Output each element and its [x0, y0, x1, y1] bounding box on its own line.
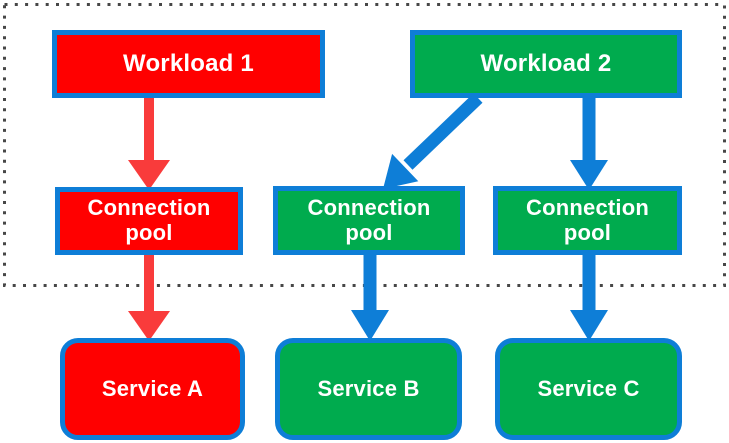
node-label: Connection pool [87, 195, 211, 245]
arrow-workload1-to-pool1 [128, 95, 170, 190]
node-service-c: Service C [495, 338, 682, 440]
node-connection-pool-3: Connection pool [493, 186, 682, 255]
node-label: Workload 2 [480, 50, 612, 77]
arrow-pool1-to-serviceA [128, 252, 170, 341]
node-label: Connection pool [526, 194, 649, 245]
arrow-workload2-to-pool2 [383, 93, 483, 189]
node-label: Connection pool [307, 194, 431, 245]
node-label: Service A [101, 376, 204, 401]
node-label: Workload 1 [123, 50, 254, 77]
node-workload-2: Workload 2 [410, 30, 682, 98]
node-service-a: Service A [60, 338, 245, 440]
arrow-pool2-to-serviceB [351, 252, 389, 341]
node-workload-1: Workload 1 [52, 30, 325, 98]
arrow-workload2-to-pool3 [570, 95, 608, 190]
arrow-pool3-to-serviceC [570, 252, 608, 341]
node-label: Service C [537, 376, 640, 401]
node-connection-pool-1: Connection pool [55, 187, 243, 255]
node-label: Service B [317, 376, 420, 401]
node-connection-pool-2: Connection pool [273, 186, 465, 255]
node-service-b: Service B [275, 338, 462, 440]
